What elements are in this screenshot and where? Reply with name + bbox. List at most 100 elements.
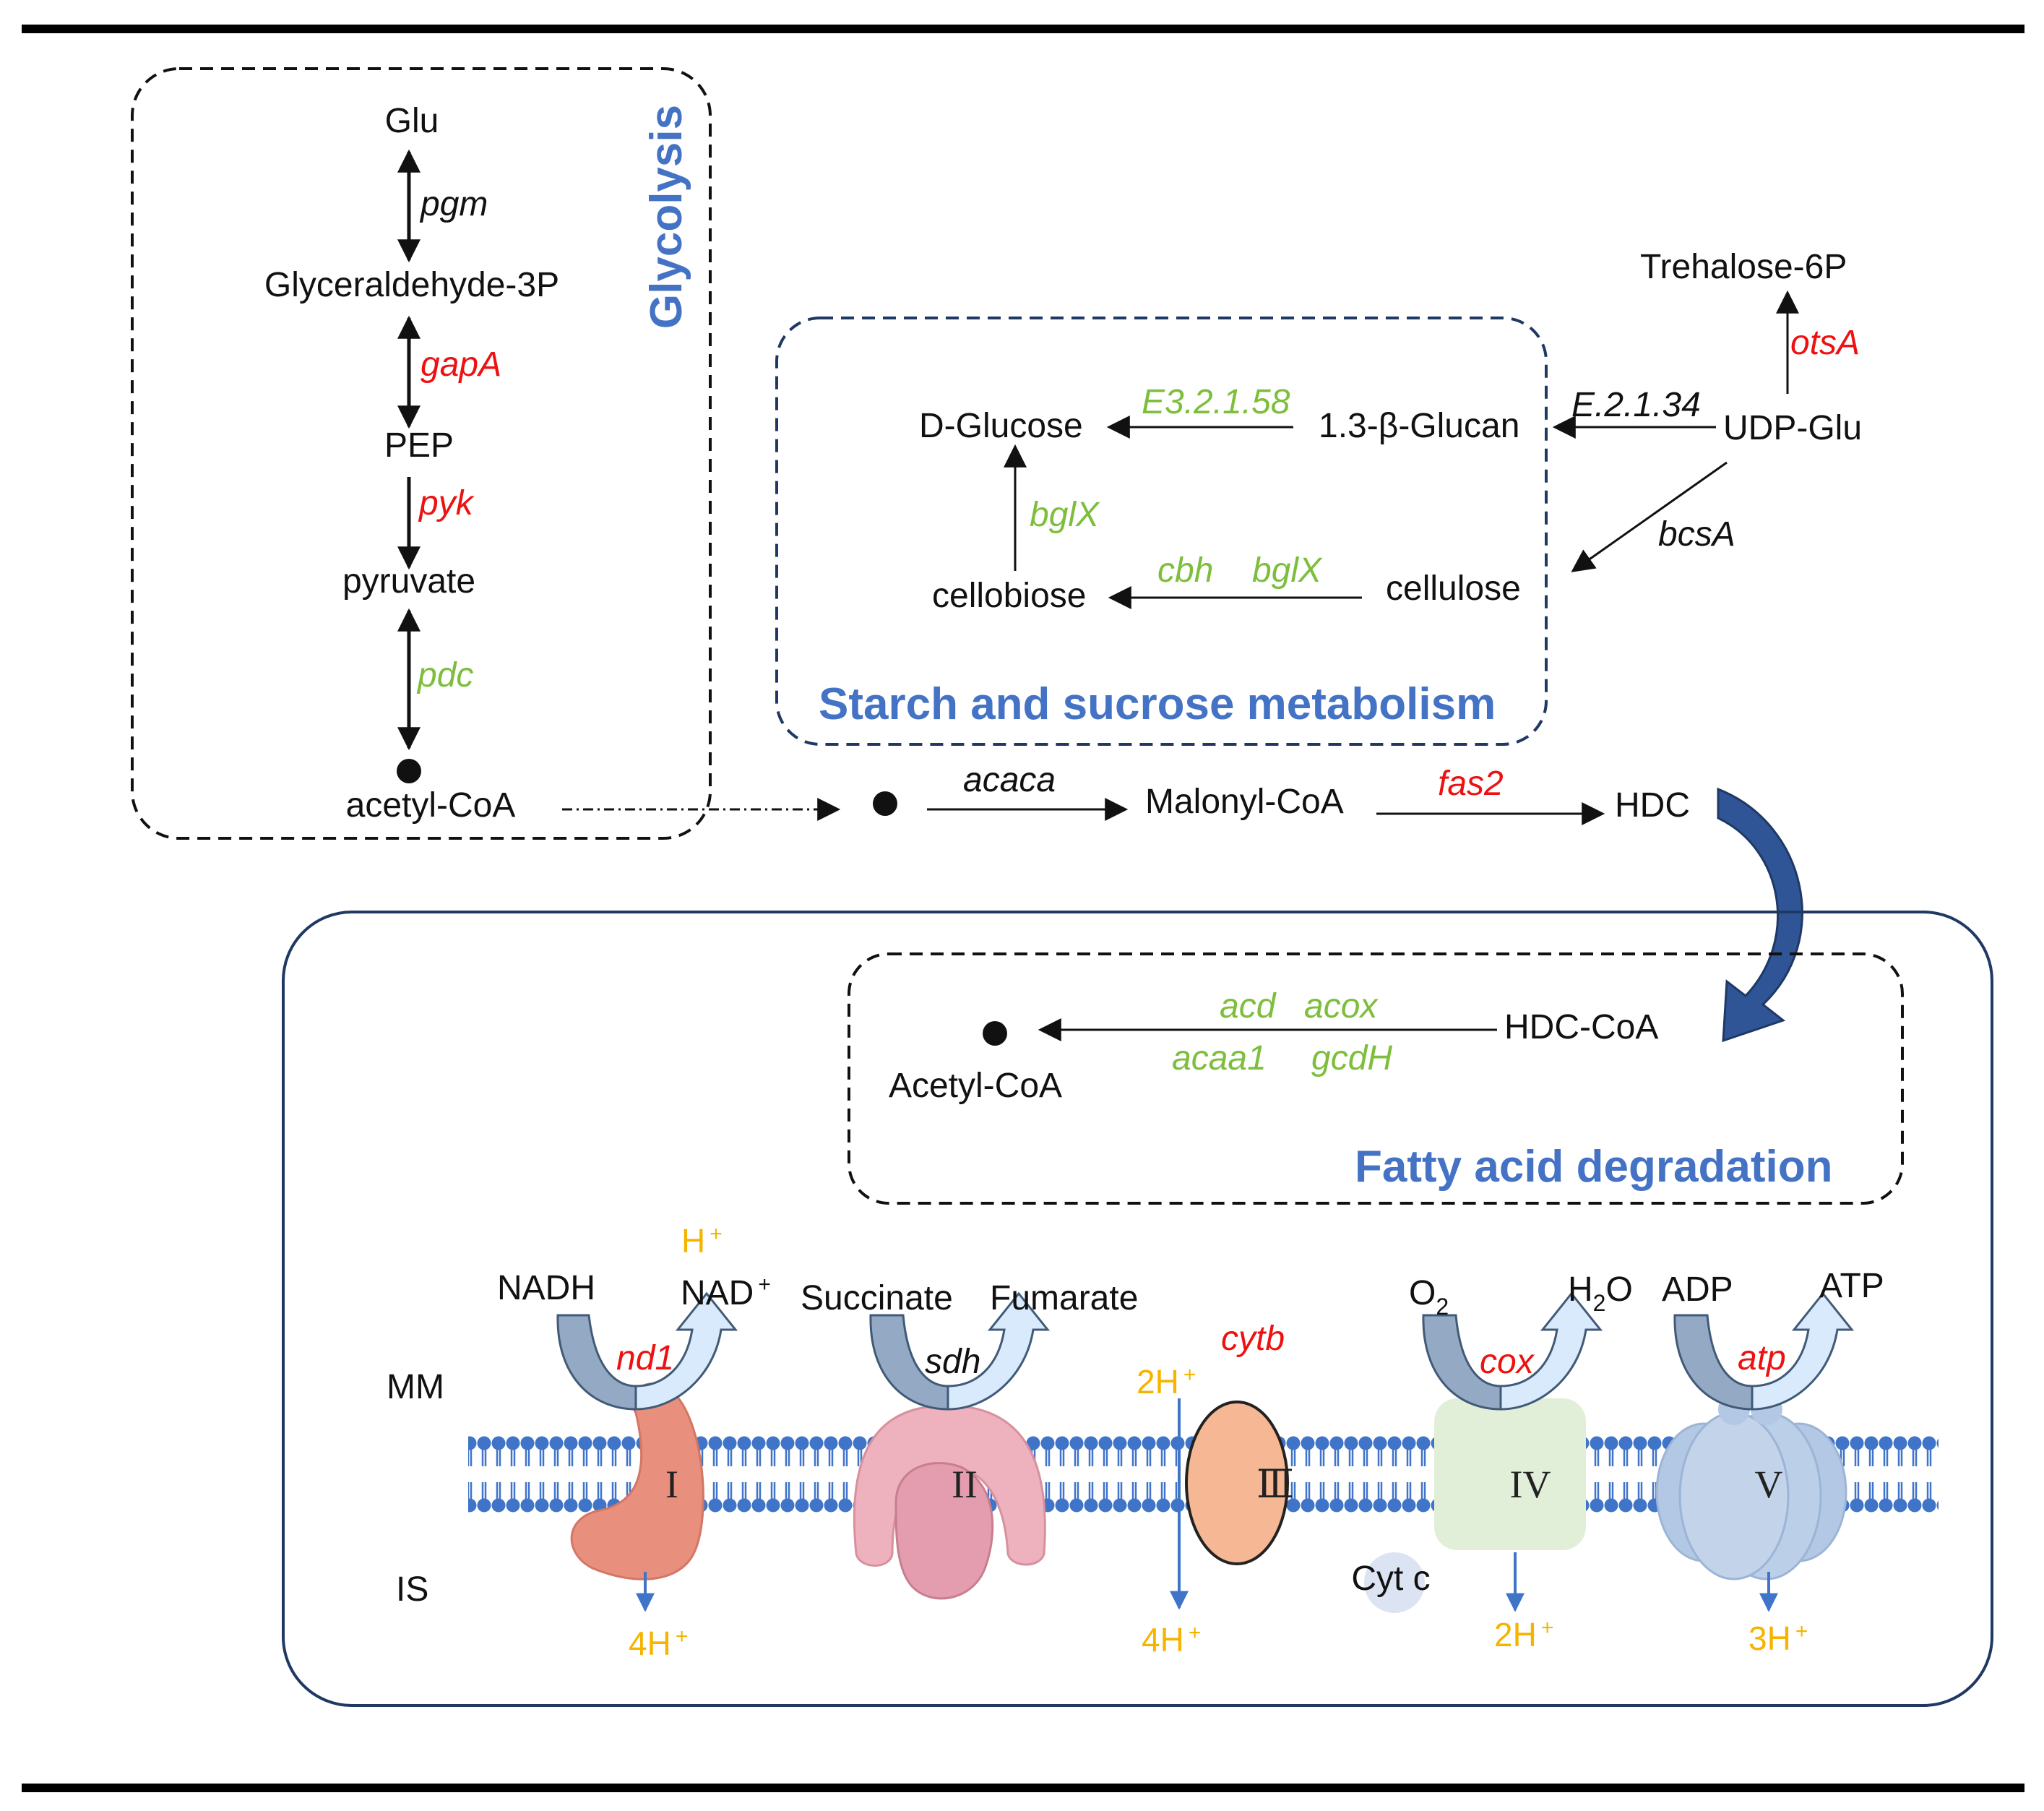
metabolite-hdc-coa: HDC-CoA bbox=[1504, 1008, 1658, 1046]
gene-bglX: bglX bbox=[1252, 551, 1323, 590]
gene-cbh: cbh bbox=[1157, 551, 1213, 590]
metabolite-udp-glu: UDP-Glu bbox=[1723, 409, 1862, 447]
gene-e-2-1-34: E.2.1.34 bbox=[1571, 386, 1701, 424]
cyt-c-label: Cyt c bbox=[1351, 1560, 1430, 1598]
gene-e3-2-1-58: E3.2.1.58 bbox=[1142, 383, 1290, 421]
fumarate-label: Fumarate bbox=[990, 1279, 1138, 1317]
h-plus-bottom-iii: 4H+ bbox=[1142, 1621, 1201, 1659]
o2-label: O2 bbox=[1409, 1274, 1449, 1320]
h-top-iii-sup: + bbox=[1183, 1363, 1196, 1387]
is-label: IS bbox=[396, 1570, 428, 1609]
arc-complex-v bbox=[1673, 1291, 1855, 1411]
gene-gapA: gapA bbox=[421, 345, 501, 384]
metabolite-malonyl-coa: Malonyl-CoA bbox=[1145, 783, 1344, 821]
gene-acox: acox bbox=[1304, 987, 1379, 1025]
cell-box bbox=[282, 911, 1993, 1707]
arc-complex-iv bbox=[1422, 1291, 1603, 1411]
h-bottom-iv-sup: + bbox=[1541, 1616, 1554, 1640]
complex-ii-numeral: II bbox=[952, 1463, 978, 1506]
glycolysis-box bbox=[131, 67, 712, 840]
fatty-title: Fatty acid degradation bbox=[1355, 1142, 1832, 1192]
gene-cox: cox bbox=[1480, 1343, 1535, 1381]
metabolite-cellulose: cellulose bbox=[1386, 569, 1521, 608]
metabolite-glyceraldehyde-3p: Glyceraldehyde-3P bbox=[264, 266, 559, 304]
starch-title: Starch and sucrose metabolism bbox=[819, 679, 1496, 729]
complex-iv-numeral: IV bbox=[1510, 1463, 1551, 1506]
metabolite-acetyl-coa-2: Acetyl-CoA bbox=[889, 1067, 1062, 1105]
adp-label: ADP bbox=[1662, 1270, 1733, 1309]
gene-acd: acd bbox=[1220, 987, 1277, 1025]
metabolite-acetyl-coa: acetyl-CoA bbox=[346, 786, 516, 825]
h-bottom-iv-text: 2H bbox=[1494, 1616, 1537, 1653]
h-plus-top-i: H+ bbox=[681, 1222, 723, 1260]
metabolite-glucan: 1.3-β-Glucan bbox=[1319, 407, 1519, 445]
gene-bglX-vertical: bglX bbox=[1030, 496, 1100, 534]
complex-iii: Ⅲ bbox=[1185, 1401, 1294, 1565]
gene-atp: atp bbox=[1738, 1339, 1786, 1377]
metabolite-trehalose-6p: Trehalose-6P bbox=[1640, 248, 1847, 286]
nad-text: NAD bbox=[681, 1274, 754, 1312]
gene-otsA: otsA bbox=[1790, 324, 1860, 362]
cyt-c-bubble bbox=[1364, 1552, 1425, 1613]
starch-box bbox=[775, 317, 1548, 746]
metabolite-pep: PEP bbox=[384, 426, 454, 465]
h-top-i-text: H bbox=[681, 1222, 705, 1260]
h-bottom-v-sup: + bbox=[1795, 1619, 1808, 1643]
nadh-label: NADH bbox=[497, 1269, 595, 1307]
top-rule bbox=[22, 25, 2024, 33]
complex-iii-numeral: Ⅲ bbox=[1256, 1463, 1294, 1506]
gene-nd1: nd1 bbox=[616, 1339, 674, 1377]
h-top-iii-text: 2H bbox=[1137, 1363, 1179, 1401]
atp-label: ATP bbox=[1819, 1267, 1884, 1305]
h2o-h: H bbox=[1568, 1270, 1593, 1309]
complex-ii: II bbox=[853, 1404, 1046, 1600]
arc-complex-i bbox=[556, 1291, 738, 1411]
arc-complex-ii bbox=[869, 1291, 1051, 1411]
h-bottom-i-text: 4H bbox=[629, 1625, 671, 1662]
complex-iv: IV bbox=[1434, 1398, 1586, 1550]
metabolite-glu: Glu bbox=[385, 102, 439, 140]
nad-label: NAD+ bbox=[681, 1273, 771, 1312]
h-plus-bottom-i: 4H+ bbox=[629, 1625, 688, 1662]
h-bottom-iii-text: 4H bbox=[1142, 1621, 1184, 1659]
cycle-dot bbox=[873, 791, 897, 816]
h-plus-top-iii: 2H+ bbox=[1137, 1363, 1196, 1401]
h-plus-bottom-iv: 2H+ bbox=[1494, 1616, 1553, 1653]
gene-acaa1: acaa1 bbox=[1172, 1039, 1267, 1077]
hdc-transport-arrow bbox=[1717, 787, 1803, 1043]
gene-acaca: acaca bbox=[963, 761, 1056, 799]
gene-sdh: sdh bbox=[925, 1343, 980, 1381]
h-bottom-iii-sup: + bbox=[1189, 1621, 1202, 1645]
metabolite-cellobiose: cellobiose bbox=[932, 577, 1086, 615]
glycolysis-title: Glycolysis bbox=[642, 105, 691, 329]
acetyl-coa-dot-2 bbox=[983, 1021, 1007, 1046]
complex-v: V bbox=[1655, 1393, 1847, 1580]
gene-bcsA: bcsA bbox=[1658, 515, 1735, 554]
h-top-i-sup: + bbox=[710, 1222, 723, 1246]
gene-pdc: pdc bbox=[416, 656, 473, 694]
o2-sub: 2 bbox=[1436, 1294, 1449, 1320]
mm-label: MM bbox=[387, 1368, 444, 1406]
bottom-rule bbox=[22, 1784, 2024, 1792]
gene-pgm: pgm bbox=[419, 185, 488, 223]
h2o-o: O bbox=[1605, 1270, 1632, 1309]
metabolite-hdc: HDC bbox=[1615, 786, 1690, 825]
h2o-label: H2O bbox=[1568, 1270, 1633, 1316]
gene-fas2: fas2 bbox=[1438, 765, 1504, 803]
gene-cytb: cytb bbox=[1221, 1320, 1285, 1358]
h-bottom-i-sup: + bbox=[676, 1625, 689, 1648]
h-bottom-v-text: 3H bbox=[1748, 1619, 1791, 1657]
metabolite-d-glucose: D-Glucose bbox=[919, 407, 1083, 445]
complex-i-numeral: I bbox=[665, 1463, 678, 1506]
complex-v-numeral: V bbox=[1755, 1463, 1783, 1506]
acetyl-coa-dot bbox=[397, 759, 421, 783]
gene-gcdH: gcdH bbox=[1311, 1039, 1392, 1077]
gene-pyk: pyk bbox=[418, 484, 475, 522]
metabolite-pyruvate: pyruvate bbox=[342, 562, 475, 601]
succinate-label: Succinate bbox=[801, 1279, 953, 1317]
nad-sup: + bbox=[758, 1273, 771, 1296]
h-plus-bottom-v: 3H+ bbox=[1748, 1619, 1808, 1657]
arrow-udp-cellulose bbox=[1571, 461, 1728, 572]
h2o-sub: 2 bbox=[1593, 1290, 1606, 1316]
